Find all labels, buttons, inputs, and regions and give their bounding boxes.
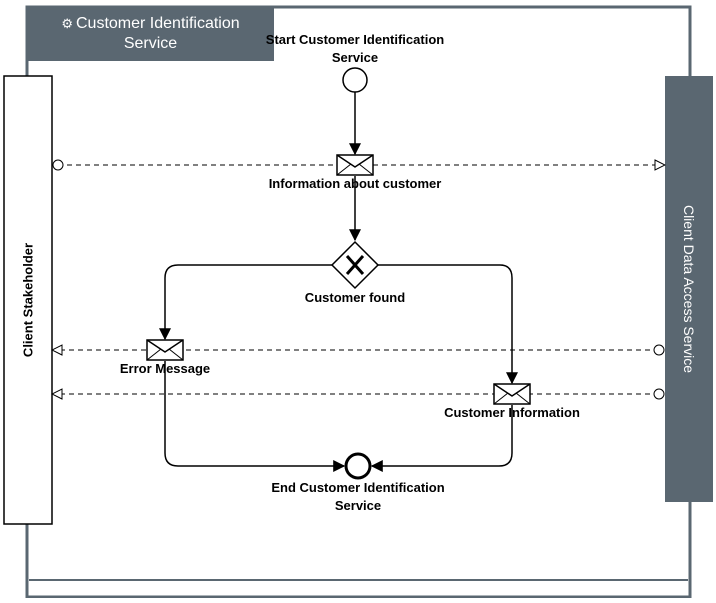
envelope-icon bbox=[336, 154, 374, 176]
flow-error-to-end bbox=[164, 361, 346, 472]
flow-gateway-to-customer-info bbox=[378, 264, 518, 385]
pool-title-line2: Service bbox=[123, 35, 178, 52]
flow-gateway-to-error bbox=[159, 264, 332, 341]
envelope-icon bbox=[146, 339, 184, 361]
pool-title-line1: Customer Identification bbox=[76, 15, 240, 32]
start-label-line1: Start Customer Identification bbox=[265, 32, 445, 47]
error-message-label: Error Message bbox=[119, 361, 211, 376]
participant-right bbox=[665, 76, 713, 502]
info-message-label: Information about customer bbox=[268, 176, 442, 191]
pool-title: ⚙Customer Identification Service bbox=[27, 7, 274, 61]
end-event bbox=[344, 452, 372, 480]
start-event bbox=[342, 67, 368, 93]
participant-right-label: Client Data Access Service bbox=[681, 204, 697, 374]
gear-icon: ⚙ bbox=[61, 16, 73, 31]
flow-customer-info-to-end bbox=[370, 405, 513, 472]
end-label-line1: End Customer Identification bbox=[271, 480, 445, 495]
end-event-label: End Customer Identification Service bbox=[271, 479, 444, 515]
participant-left bbox=[3, 75, 53, 525]
gateway-label: Customer found bbox=[304, 290, 406, 305]
start-label-line2: Service bbox=[331, 50, 379, 65]
customer-info-label: Customer Information bbox=[444, 405, 580, 420]
envelope-icon bbox=[493, 383, 531, 405]
start-event-label: Start Customer Identification Service bbox=[266, 31, 444, 67]
exclusive-gateway bbox=[330, 240, 380, 290]
end-label-line2: Service bbox=[334, 498, 382, 513]
participant-left-label: Client Stakeholder bbox=[20, 242, 36, 358]
